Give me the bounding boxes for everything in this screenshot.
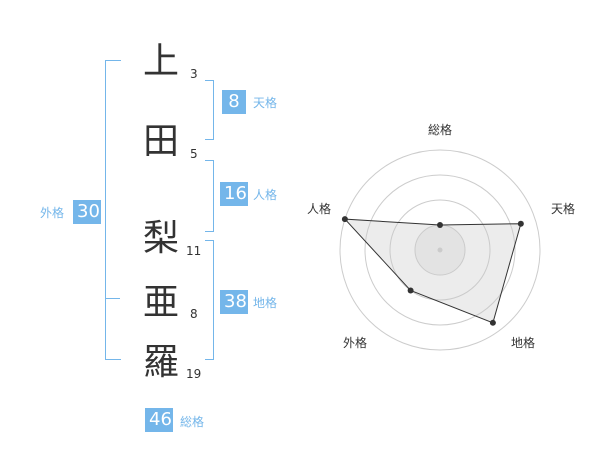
chi-kaku-badge: 38 [220, 290, 248, 314]
stroke-count-5: 19 [186, 367, 202, 381]
jin-kaku-label: 人格 [253, 188, 278, 202]
jin-kaku-badge: 16 [220, 182, 248, 206]
stroke-count-4: 8 [190, 307, 198, 321]
radar-point-3 [407, 287, 414, 294]
bracket-chi [205, 240, 214, 360]
radar-point-4 [341, 216, 348, 223]
radar-ring-3 [364, 174, 516, 326]
name-char-2: 田 [143, 121, 180, 162]
sou-kaku-badge: 46 [145, 408, 173, 432]
bracket-gai [105, 60, 121, 360]
radar-label-ten: 天格 [551, 202, 576, 216]
radar-label-sou: 総格 [428, 123, 453, 137]
radar-point-0 [437, 222, 443, 228]
gai-kaku-label: 外格 [40, 206, 65, 220]
ten-kaku-badge: 8 [222, 90, 246, 114]
name-char-4: 亜 [143, 282, 180, 323]
radar-label-chi: 地格 [511, 336, 536, 350]
stroke-count-2: 5 [190, 147, 198, 161]
radar-ring-2 [389, 199, 491, 301]
radar-ring-4 [339, 149, 541, 351]
name-char-3: 梨 [143, 218, 180, 259]
stroke-count-3: 11 [186, 244, 202, 258]
gai-kaku-badge: 30 [73, 200, 101, 224]
ten-kaku-label: 天格 [253, 96, 278, 110]
sou-kaku-label: 総格 [180, 415, 205, 429]
name-char-1: 上 [143, 41, 180, 82]
bracket-jin [205, 160, 214, 232]
radar-label-jin: 人格 [307, 202, 332, 216]
radar-label-gai: 外格 [343, 336, 368, 350]
bracket-ten [205, 80, 214, 140]
chi-kaku-label: 地格 [253, 296, 278, 310]
radar-polygon [343, 218, 522, 324]
bracket-gai-tick [106, 298, 120, 299]
name-char-5: 羅 [143, 342, 180, 383]
radar-point-1 [517, 220, 524, 227]
radar-point-2 [489, 319, 496, 326]
stroke-count-1: 3 [190, 67, 198, 81]
radar-center [437, 247, 443, 253]
